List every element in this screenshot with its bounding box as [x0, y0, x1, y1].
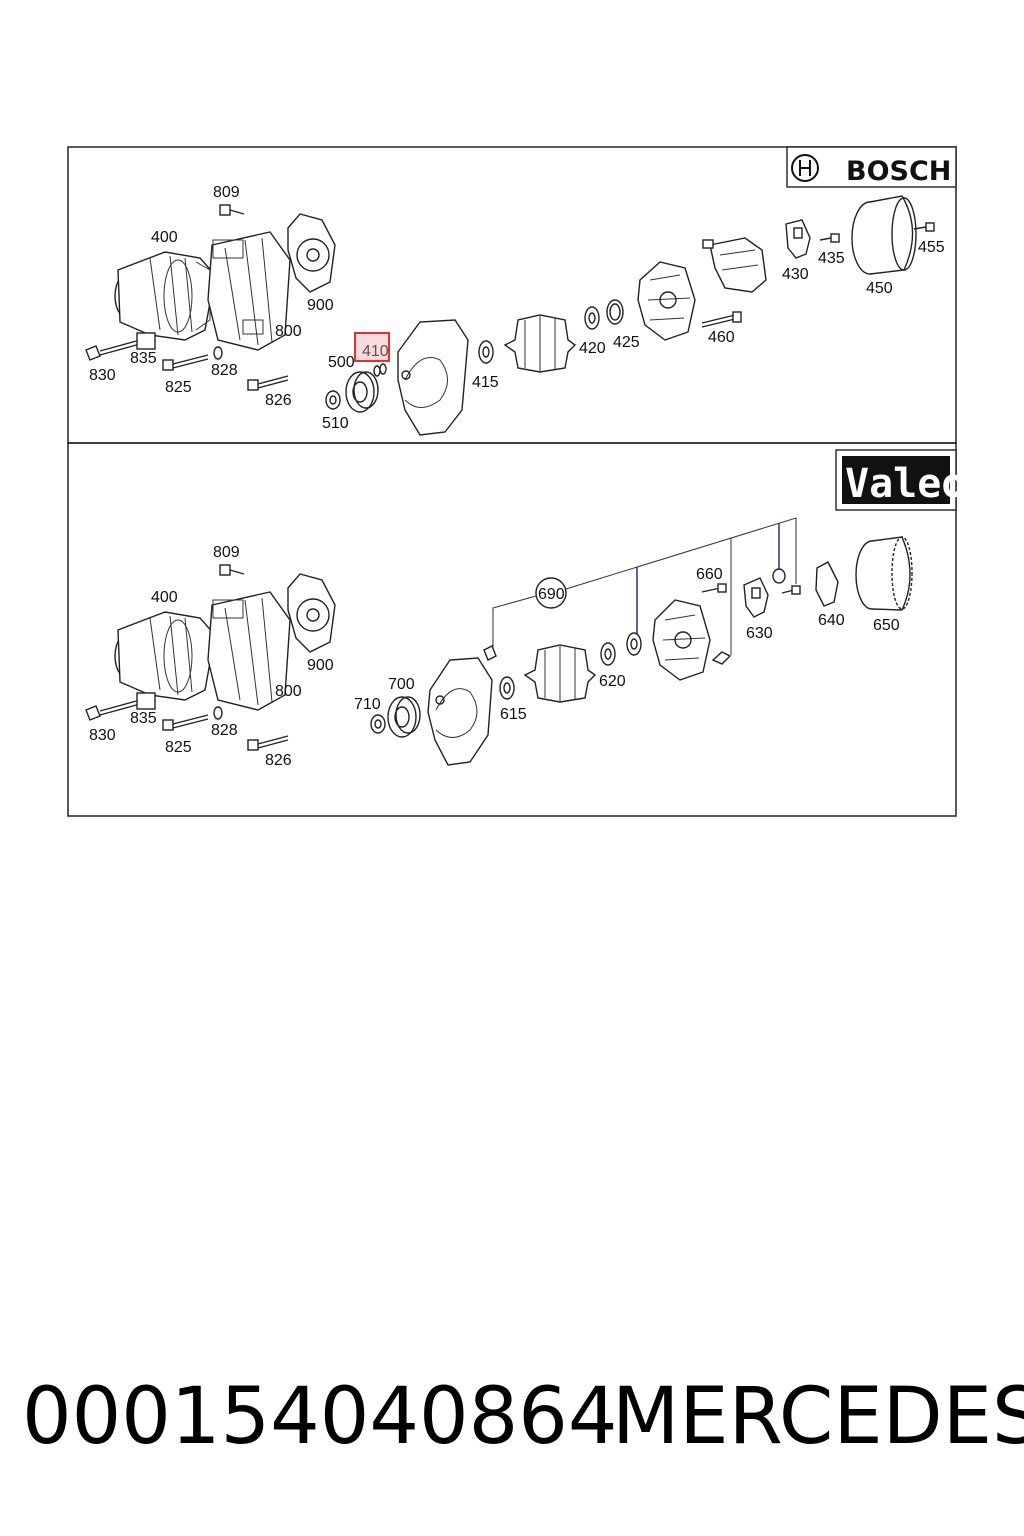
valeo-bolt-826 — [247, 735, 289, 751]
valeo-label-400: 400 — [151, 589, 178, 606]
valeo-label-710: 710 — [354, 696, 381, 713]
bolt-460 — [701, 311, 742, 328]
valeo-label-690: 690 — [538, 586, 565, 603]
label-800: 800 — [275, 323, 302, 340]
valeo-label-828: 828 — [211, 722, 238, 739]
bolt-830 — [85, 339, 141, 361]
valeo-screw-809 — [219, 564, 245, 576]
valeo-screw-690 — [781, 585, 801, 595]
valeo-panel-frame — [67, 442, 957, 817]
highlight-box-410 — [354, 332, 390, 362]
label-500: 500 — [328, 354, 355, 371]
valeo-cap-650 — [855, 536, 913, 611]
rectifier — [702, 237, 767, 293]
valeo-bolt-830 — [85, 699, 141, 721]
label-900: 900 — [307, 297, 334, 314]
valeo-washer-828 — [213, 706, 223, 720]
label-830: 830 — [89, 367, 116, 384]
label-415: 415 — [472, 374, 499, 391]
valeo-bolt-825 — [162, 714, 209, 731]
bosch-logo: BOSCH — [786, 146, 957, 188]
valeo-drive-end-shield — [427, 657, 493, 766]
label-460: 460 — [708, 329, 735, 346]
label-825: 825 — [165, 379, 192, 396]
label-430: 430 — [782, 266, 809, 283]
valeo-alternator-body-400 — [114, 611, 216, 701]
washer-828 — [213, 346, 223, 360]
label-809: 809 — [213, 184, 240, 201]
valeo-ring-690-part — [626, 632, 642, 656]
brand-name: MERCEDES — [612, 1372, 1024, 1462]
label-425: 425 — [613, 334, 640, 351]
valeo-label-650: 650 — [873, 617, 900, 634]
bosch-logo-text: BOSCH — [846, 156, 951, 187]
valeo-label-620: 620 — [599, 673, 626, 690]
valeo-label-660: 660 — [696, 566, 723, 583]
end-plate-900 — [287, 213, 336, 293]
valeo-label-830: 830 — [89, 727, 116, 744]
label-400: 400 — [151, 229, 178, 246]
valeo-rotor — [523, 644, 597, 703]
stator-housing-800 — [207, 231, 291, 351]
valeo-cover-640 — [815, 561, 839, 607]
label-450: 450 — [866, 280, 893, 297]
valeo-label-615: 615 — [500, 706, 527, 723]
label-410: 410 — [362, 343, 389, 360]
rotor — [503, 314, 577, 373]
valeo-label-800: 800 — [275, 683, 302, 700]
valeo-slip-ring-end-shield — [652, 599, 711, 681]
pulley-500 — [345, 371, 379, 413]
valeo-regulator-630 — [743, 577, 769, 618]
valeo-label-835: 835 — [130, 710, 157, 727]
footer-caption: 00015404086​4 MERCEDES — [22, 1372, 1024, 1472]
spacer-410 — [373, 363, 387, 377]
bearing-420 — [584, 306, 600, 330]
valeo-nut-710 — [370, 714, 386, 734]
callout-690-leaders — [492, 517, 797, 655]
valeo-label-640: 640 — [818, 612, 845, 629]
slip-ring-end-shield — [637, 261, 696, 341]
valeo-small-clip-690 — [483, 645, 497, 661]
valeo-label-826: 826 — [265, 752, 292, 769]
valeo-label-900: 900 — [307, 657, 334, 674]
valeo-pulley-700 — [387, 696, 421, 738]
valeo-label-630: 630 — [746, 625, 773, 642]
bolt-825 — [162, 354, 209, 371]
valeo-nut-690 — [772, 568, 786, 584]
label-826: 826 — [265, 392, 292, 409]
bushing-835 — [136, 332, 156, 350]
valeo-label-809: 809 — [213, 544, 240, 561]
part-number: 00015404086​4 — [22, 1372, 618, 1462]
label-510: 510 — [322, 415, 349, 432]
alternator-body-400 — [114, 251, 216, 341]
valeo-label-825: 825 — [165, 739, 192, 756]
bearing-415 — [478, 340, 494, 364]
label-828: 828 — [211, 362, 238, 379]
screw-455 — [913, 222, 935, 232]
valeo-stator-housing-800 — [207, 591, 291, 711]
valeo-clip — [711, 651, 732, 665]
valeo-end-plate-900 — [287, 573, 336, 653]
drive-end-shield — [397, 319, 469, 436]
valeo-screw-660 — [701, 583, 727, 593]
label-420: 420 — [579, 340, 606, 357]
nut-510 — [325, 390, 341, 410]
regulator-430 — [785, 219, 811, 259]
valeo-logo: Valeo — [835, 449, 965, 511]
bolt-826 — [247, 375, 289, 391]
valeo-bearing-615 — [499, 676, 515, 700]
label-455: 455 — [918, 239, 945, 256]
cap-450 — [851, 195, 917, 275]
screw-435 — [819, 233, 840, 243]
label-835: 835 — [130, 350, 157, 367]
ring-425 — [606, 299, 624, 325]
screw-809 — [219, 204, 245, 216]
label-435: 435 — [818, 250, 845, 267]
valeo-logo-text: Valeo — [845, 461, 965, 507]
valeo-bearing-620 — [600, 642, 616, 666]
valeo-bushing-835 — [136, 692, 156, 710]
valeo-label-700: 700 — [388, 676, 415, 693]
